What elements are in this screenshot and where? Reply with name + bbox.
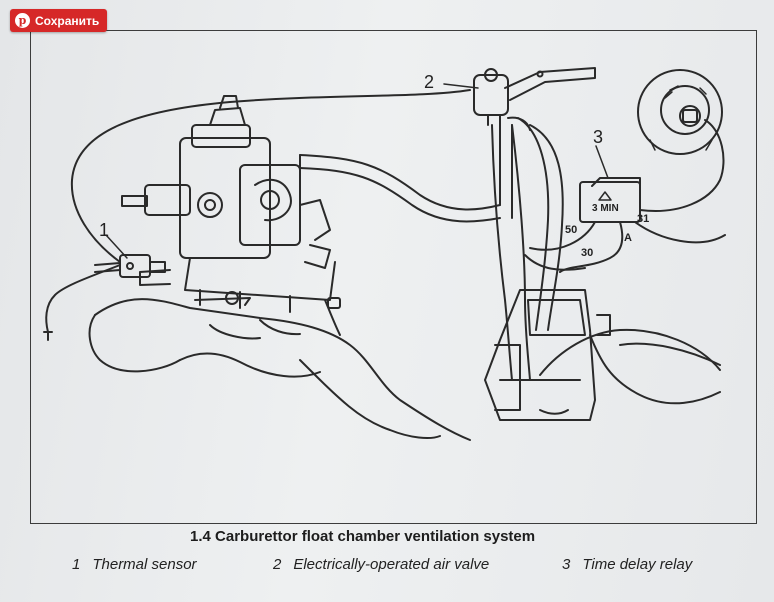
terminal-31: 31 (637, 213, 650, 225)
filter-canister (484, 289, 611, 421)
callout-3: 3 (593, 127, 604, 147)
air-valve (473, 67, 596, 131)
save-button[interactable]: p Сохранить (10, 9, 108, 32)
legend-number: 2 (273, 556, 282, 573)
relay-text: 3 MIN (592, 203, 619, 214)
legend-item-air-valve: 2 Electrically-operated air valve (273, 556, 489, 573)
canister-hose-right (511, 124, 531, 381)
vent-hose-lower (299, 167, 501, 223)
legend-item-relay: 3 Time delay relay (562, 556, 692, 573)
legend-number: 1 (72, 556, 81, 573)
time-delay-relay (579, 177, 641, 223)
terminal-a: A (624, 232, 632, 244)
callout-1: 1 (99, 220, 110, 240)
canister-hose-left (491, 124, 513, 381)
engine-block (94, 298, 471, 441)
figure-caption: 1.4 Carburettor float chamber ventilatio… (190, 528, 536, 545)
terminal-30: 30 (581, 247, 594, 259)
legend-label: Time delay relay (582, 556, 693, 573)
thermal-sensor (94, 254, 166, 278)
callout-2: 2 (424, 72, 435, 92)
sensor-wire-2 (45, 264, 121, 333)
carburettor (121, 95, 336, 313)
relay-wire (529, 221, 596, 251)
legend-label: Electrically-operated air valve (293, 556, 490, 573)
legend-item-thermal-sensor: 1 Thermal sensor (72, 556, 197, 573)
vent-hose-upper (299, 154, 501, 211)
ignition-switch-inset (637, 69, 723, 155)
legend-number: 3 (562, 556, 571, 573)
sensor-wire (70, 89, 471, 263)
figure-frame (30, 30, 757, 524)
pinterest-icon: p (15, 13, 30, 28)
terminal-50: 50 (565, 224, 578, 236)
save-button-label: Сохранить (35, 13, 100, 28)
legend-label: Thermal sensor (92, 556, 197, 573)
